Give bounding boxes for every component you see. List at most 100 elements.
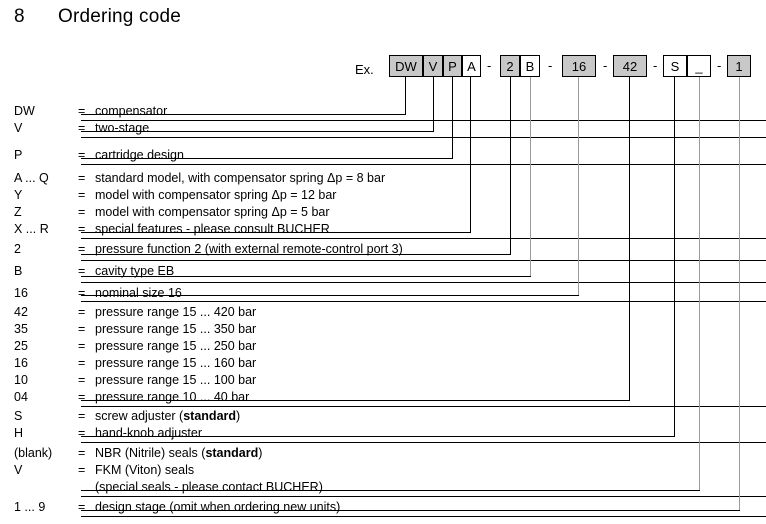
- section-rule: [81, 120, 766, 121]
- legend-key: 42: [14, 305, 28, 319]
- legend-equals: =: [78, 463, 86, 477]
- code-box-s: S: [663, 55, 687, 77]
- legend-value: cartridge design: [95, 148, 184, 162]
- legend-value: pressure range 15 ... 350 bar: [95, 322, 257, 336]
- legend-equals: =: [78, 322, 86, 336]
- legend-value: nominal size 16: [95, 286, 182, 300]
- legend-key: 10: [14, 373, 28, 387]
- section-rule: [81, 282, 766, 283]
- legend-equals: =: [78, 104, 86, 118]
- legend-key: B: [14, 264, 23, 278]
- leader-horizontal-a: [81, 232, 471, 233]
- legend-key: H: [14, 426, 24, 440]
- legend-equals: =: [78, 305, 86, 319]
- code-box-p: P: [443, 55, 462, 77]
- legend-equals: =: [78, 148, 86, 162]
- legend-value: standard model, with compensator spring …: [95, 171, 386, 185]
- legend-key: 35: [14, 322, 28, 336]
- code-box-16: 16: [562, 55, 596, 77]
- legend-key: S: [14, 409, 23, 423]
- leader-vertical-16: [578, 77, 579, 295]
- code-box-blank: _: [687, 55, 711, 77]
- legend-value: pressure function 2 (with external remot…: [95, 242, 403, 256]
- leader-horizontal-42: [81, 400, 630, 401]
- section-rule: [81, 301, 766, 302]
- legend-key: P: [14, 148, 23, 162]
- legend-equals: =: [78, 446, 86, 460]
- legend-value: two-stage: [95, 121, 150, 135]
- code-separator-1: -: [487, 58, 492, 73]
- leader-vertical-blank: [699, 77, 700, 490]
- legend-key: A ... Q: [14, 171, 49, 185]
- legend-value: special features - please consult BUCHER: [95, 222, 330, 236]
- legend-value: pressure range 15 ... 160 bar: [95, 356, 257, 370]
- leader-horizontal-blank: [81, 490, 700, 491]
- code-separator-3: -: [603, 58, 608, 73]
- leader-vertical-a: [470, 77, 471, 232]
- legend-equals: =: [78, 409, 86, 423]
- legend-value: pressure range 10 ... 40 bar: [95, 390, 250, 404]
- leader-vertical-dw: [405, 77, 406, 114]
- leader-horizontal-b: [81, 276, 531, 277]
- code-box-v: V: [423, 55, 443, 77]
- legend-key: 1 ... 9: [14, 500, 46, 514]
- legend-key: 04: [14, 390, 28, 404]
- legend-equals: =: [78, 264, 86, 278]
- legend-value: hand-knob adjuster: [95, 426, 203, 440]
- leader-horizontal-p: [81, 158, 453, 159]
- legend-value: screw adjuster (standard): [95, 409, 241, 423]
- legend-equals: =: [78, 222, 86, 236]
- section-rule: [81, 164, 766, 165]
- legend-key: Y: [14, 188, 23, 202]
- code-separator-2: -: [548, 58, 553, 73]
- legend-equals: =: [78, 356, 86, 370]
- legend-value: design stage (omit when ordering new uni…: [95, 500, 341, 514]
- legend-value: pressure range 15 ... 420 bar: [95, 305, 257, 319]
- code-box-2: 2: [500, 55, 520, 77]
- legend-value: FKM (Viton) seals: [95, 463, 195, 477]
- code-box-a: A: [462, 55, 481, 77]
- legend-value: compensator: [95, 104, 168, 118]
- section-rule: [81, 516, 766, 517]
- section-rule: [81, 406, 766, 407]
- leader-horizontal-dw: [81, 114, 406, 115]
- legend-key: 25: [14, 339, 28, 353]
- legend-equals: =: [78, 286, 86, 300]
- leader-vertical-1: [739, 77, 740, 510]
- leader-vertical-b: [530, 77, 531, 276]
- code-separator-4: -: [653, 58, 658, 73]
- leader-horizontal-2: [81, 254, 511, 255]
- leader-vertical-2: [510, 77, 511, 254]
- legend-equals: =: [78, 121, 86, 135]
- section-rule: [81, 137, 766, 138]
- leader-vertical-v: [433, 77, 434, 131]
- legend-equals: =: [78, 426, 86, 440]
- legend-equals: =: [78, 188, 86, 202]
- legend-key: V: [14, 121, 23, 135]
- section-number: 8: [14, 6, 25, 27]
- legend-key: 2: [14, 242, 21, 256]
- section-title: Ordering code: [58, 6, 182, 27]
- code-separator-5: -: [717, 58, 722, 73]
- code-box-dw: DW: [389, 55, 423, 77]
- legend-key: (blank): [14, 446, 53, 460]
- legend-value: cavity type EB: [95, 264, 175, 278]
- leader-horizontal-1: [81, 510, 740, 511]
- legend-equals: =: [78, 171, 86, 185]
- legend-equals: =: [78, 390, 86, 404]
- leader-vertical-s: [674, 77, 675, 436]
- legend-key: Z: [14, 205, 22, 219]
- legend-value: pressure range 15 ... 100 bar: [95, 373, 257, 387]
- legend-value: model with compensator spring Δp = 12 ba…: [95, 188, 337, 202]
- legend-equals: =: [78, 500, 86, 514]
- section-rule: [81, 260, 766, 261]
- legend-key: 16: [14, 286, 28, 300]
- leader-horizontal-v: [81, 131, 434, 132]
- legend-value: (special seals - please contact BUCHER): [95, 480, 323, 494]
- legend-equals: =: [78, 339, 86, 353]
- legend-key: 16: [14, 356, 28, 370]
- legend-value: model with compensator spring Δp = 5 bar: [95, 205, 330, 219]
- code-box-1: 1: [727, 55, 751, 77]
- legend-value: pressure range 15 ... 250 bar: [95, 339, 257, 353]
